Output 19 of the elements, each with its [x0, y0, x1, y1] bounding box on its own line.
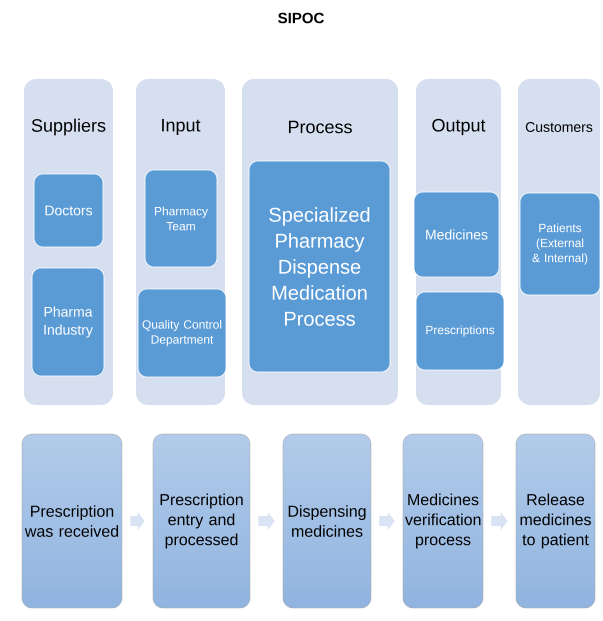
content-box: Medicines	[414, 192, 500, 278]
process-step-box: Prescription was received	[22, 434, 122, 608]
content-box: Prescriptions	[416, 292, 504, 370]
process-step-box: Prescription entry and processed	[152, 434, 250, 608]
content-box: Doctors	[34, 174, 104, 248]
content-box: Specialized Pharmacy Dispense Medication Process	[248, 160, 390, 372]
process-step-box: Dispensing medicines	[282, 434, 372, 608]
column-heading: Process	[288, 120, 352, 134]
column-heading: Suppliers	[32, 118, 106, 136]
content-box: Pharmacy Team	[144, 170, 218, 268]
column-heading: Output	[432, 118, 486, 136]
content-box: Pharma Industry	[32, 268, 104, 376]
column-heading: Input	[162, 118, 200, 136]
title: SIPOC	[278, 12, 324, 24]
content-box: Quality Control Department	[138, 288, 226, 378]
process-step-box: Release medicines to patient	[516, 434, 596, 608]
content-box: Patients (External & Internal)	[520, 192, 600, 296]
process-step-box: Medicines verification process	[402, 434, 484, 608]
column-heading: Customers	[526, 122, 592, 132]
